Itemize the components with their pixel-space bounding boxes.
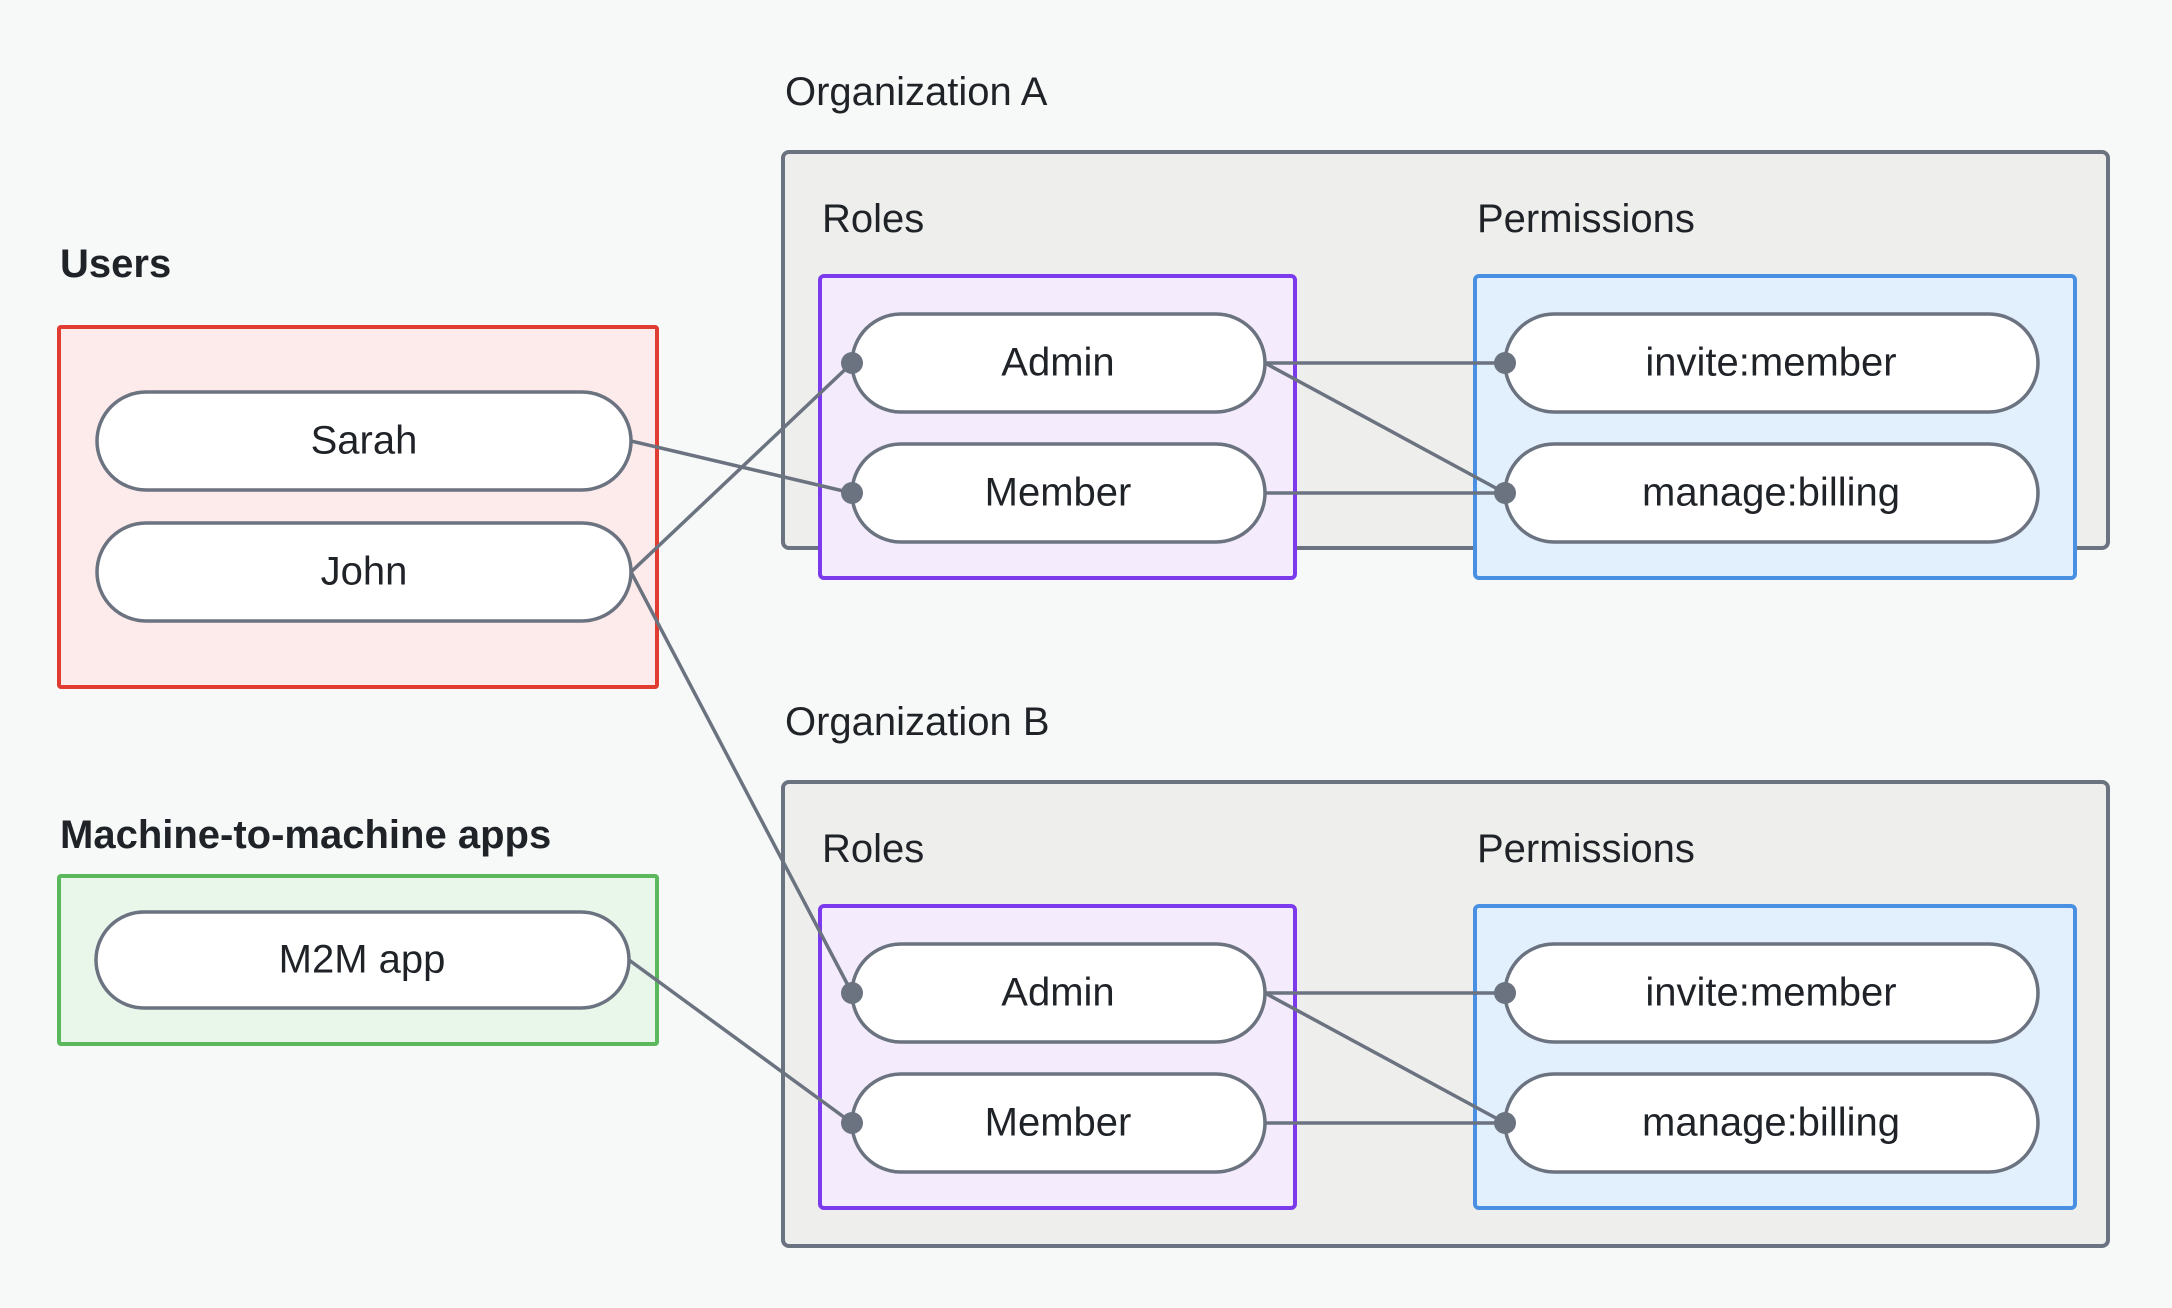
node-sarah[interactable]: Sarah [95, 390, 633, 492]
node-john[interactable]: John [95, 521, 633, 623]
node-orgb-role-admin[interactable]: Admin [850, 942, 1267, 1044]
edge-layer [627, 361, 1506, 1125]
node-orgb-role-member-label: Member [985, 1101, 1132, 1145]
dot-orgb-member-in [841, 1112, 863, 1134]
dot-orgb-billing-in [1494, 1112, 1516, 1134]
node-orgb-role-member[interactable]: Member [850, 1072, 1267, 1174]
node-john-label: John [321, 550, 408, 594]
node-orgb-perm-invite-member[interactable]: invite:member [1503, 942, 2040, 1044]
edge-orga-admin-to-billing [1264, 361, 1506, 495]
node-orga-role-member-label: Member [985, 471, 1132, 515]
users-group-title: Users [60, 242, 171, 286]
org-b-permissions-title: Permissions [1477, 827, 1695, 871]
edge-orgb-admin-to-billing [1264, 991, 1506, 1125]
m2m-group-title: Machine-to-machine apps [60, 813, 551, 857]
org-a-title: Organization A [785, 70, 1048, 114]
node-orgb-perm-manage-billing-label: manage:billing [1642, 1101, 1900, 1145]
org-b-roles-title: Roles [822, 827, 924, 871]
dot-orga-invite-in [1494, 352, 1516, 374]
edge-john-to-orgb-admin [629, 571, 854, 994]
node-orga-role-admin[interactable]: Admin [850, 312, 1267, 414]
dot-orgb-invite-in [1494, 982, 1516, 1004]
node-orgb-perm-manage-billing[interactable]: manage:billing [1503, 1072, 2040, 1174]
node-orga-perm-manage-billing[interactable]: manage:billing [1503, 442, 2040, 544]
connection-dot-layer [841, 352, 1516, 1134]
node-orga-role-member[interactable]: Member [850, 442, 1267, 544]
org-a-permissions-title: Permissions [1477, 197, 1695, 241]
node-orga-perm-invite-member[interactable]: invite:member [1503, 312, 2040, 414]
org-a-roles-title: Roles [822, 197, 924, 241]
node-orga-role-admin-label: Admin [1001, 341, 1114, 385]
dot-orga-billing-in [1494, 482, 1516, 504]
node-sarah-label: Sarah [311, 419, 418, 463]
node-orgb-role-admin-label: Admin [1001, 971, 1114, 1015]
users-box [57, 325, 659, 689]
node-m2m-app[interactable]: M2M app [94, 910, 631, 1010]
dot-orga-admin-in [841, 352, 863, 374]
dot-orgb-admin-in [841, 982, 863, 1004]
edge-m2m-to-orgb-member [627, 958, 854, 1125]
dot-orga-member-in [841, 482, 863, 504]
org-b-title: Organization B [785, 700, 1050, 744]
node-orga-perm-manage-billing-label: manage:billing [1642, 471, 1900, 515]
node-m2m-app-label: M2M app [279, 938, 446, 982]
edge-john-to-orga-admin [629, 361, 854, 574]
node-orga-perm-invite-member-label: invite:member [1645, 341, 1896, 385]
node-orgb-perm-invite-member-label: invite:member [1645, 971, 1896, 1015]
